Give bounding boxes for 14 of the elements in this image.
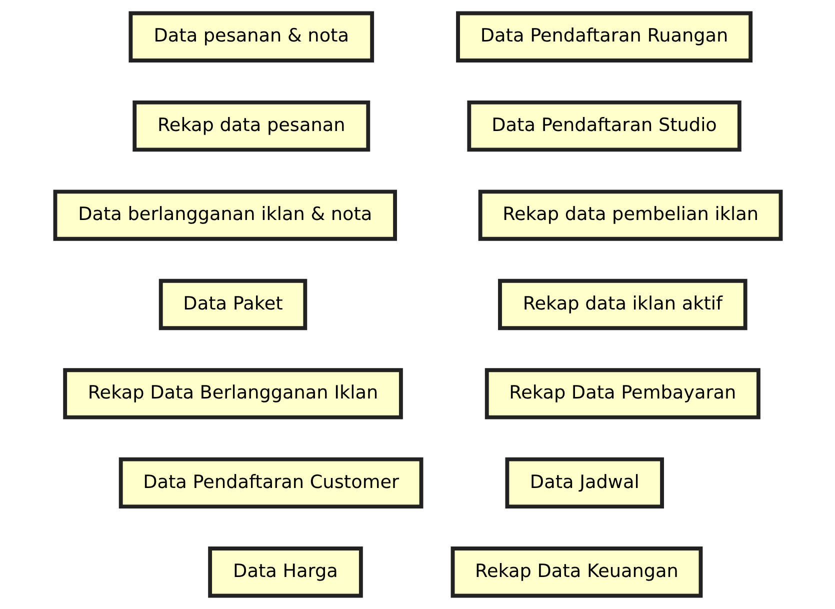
- node-box: Data Harga: [208, 546, 362, 598]
- node-box: Data Pendaftaran Studio: [466, 100, 741, 152]
- node-box: Data Paket: [158, 278, 307, 330]
- node-box: Data berlangganan iklan & nota: [52, 190, 396, 241]
- node-box: Data pesanan & nota: [128, 11, 374, 62]
- node-box: Data Pendaftaran Ruangan: [456, 11, 752, 62]
- node-box: Data Pendaftaran Customer: [118, 457, 423, 508]
- node-box: Rekap Data Keuangan: [450, 546, 702, 598]
- node-box: Data Jadwal: [504, 457, 664, 508]
- node-box: Rekap data pembelian iklan: [478, 190, 782, 241]
- node-box: Rekap Data Pembayaran: [484, 368, 760, 420]
- node-box: Rekap data iklan aktif: [498, 278, 747, 330]
- node-box: Rekap data pesanan: [132, 100, 370, 152]
- node-box: Rekap Data Berlangganan Iklan: [62, 368, 402, 420]
